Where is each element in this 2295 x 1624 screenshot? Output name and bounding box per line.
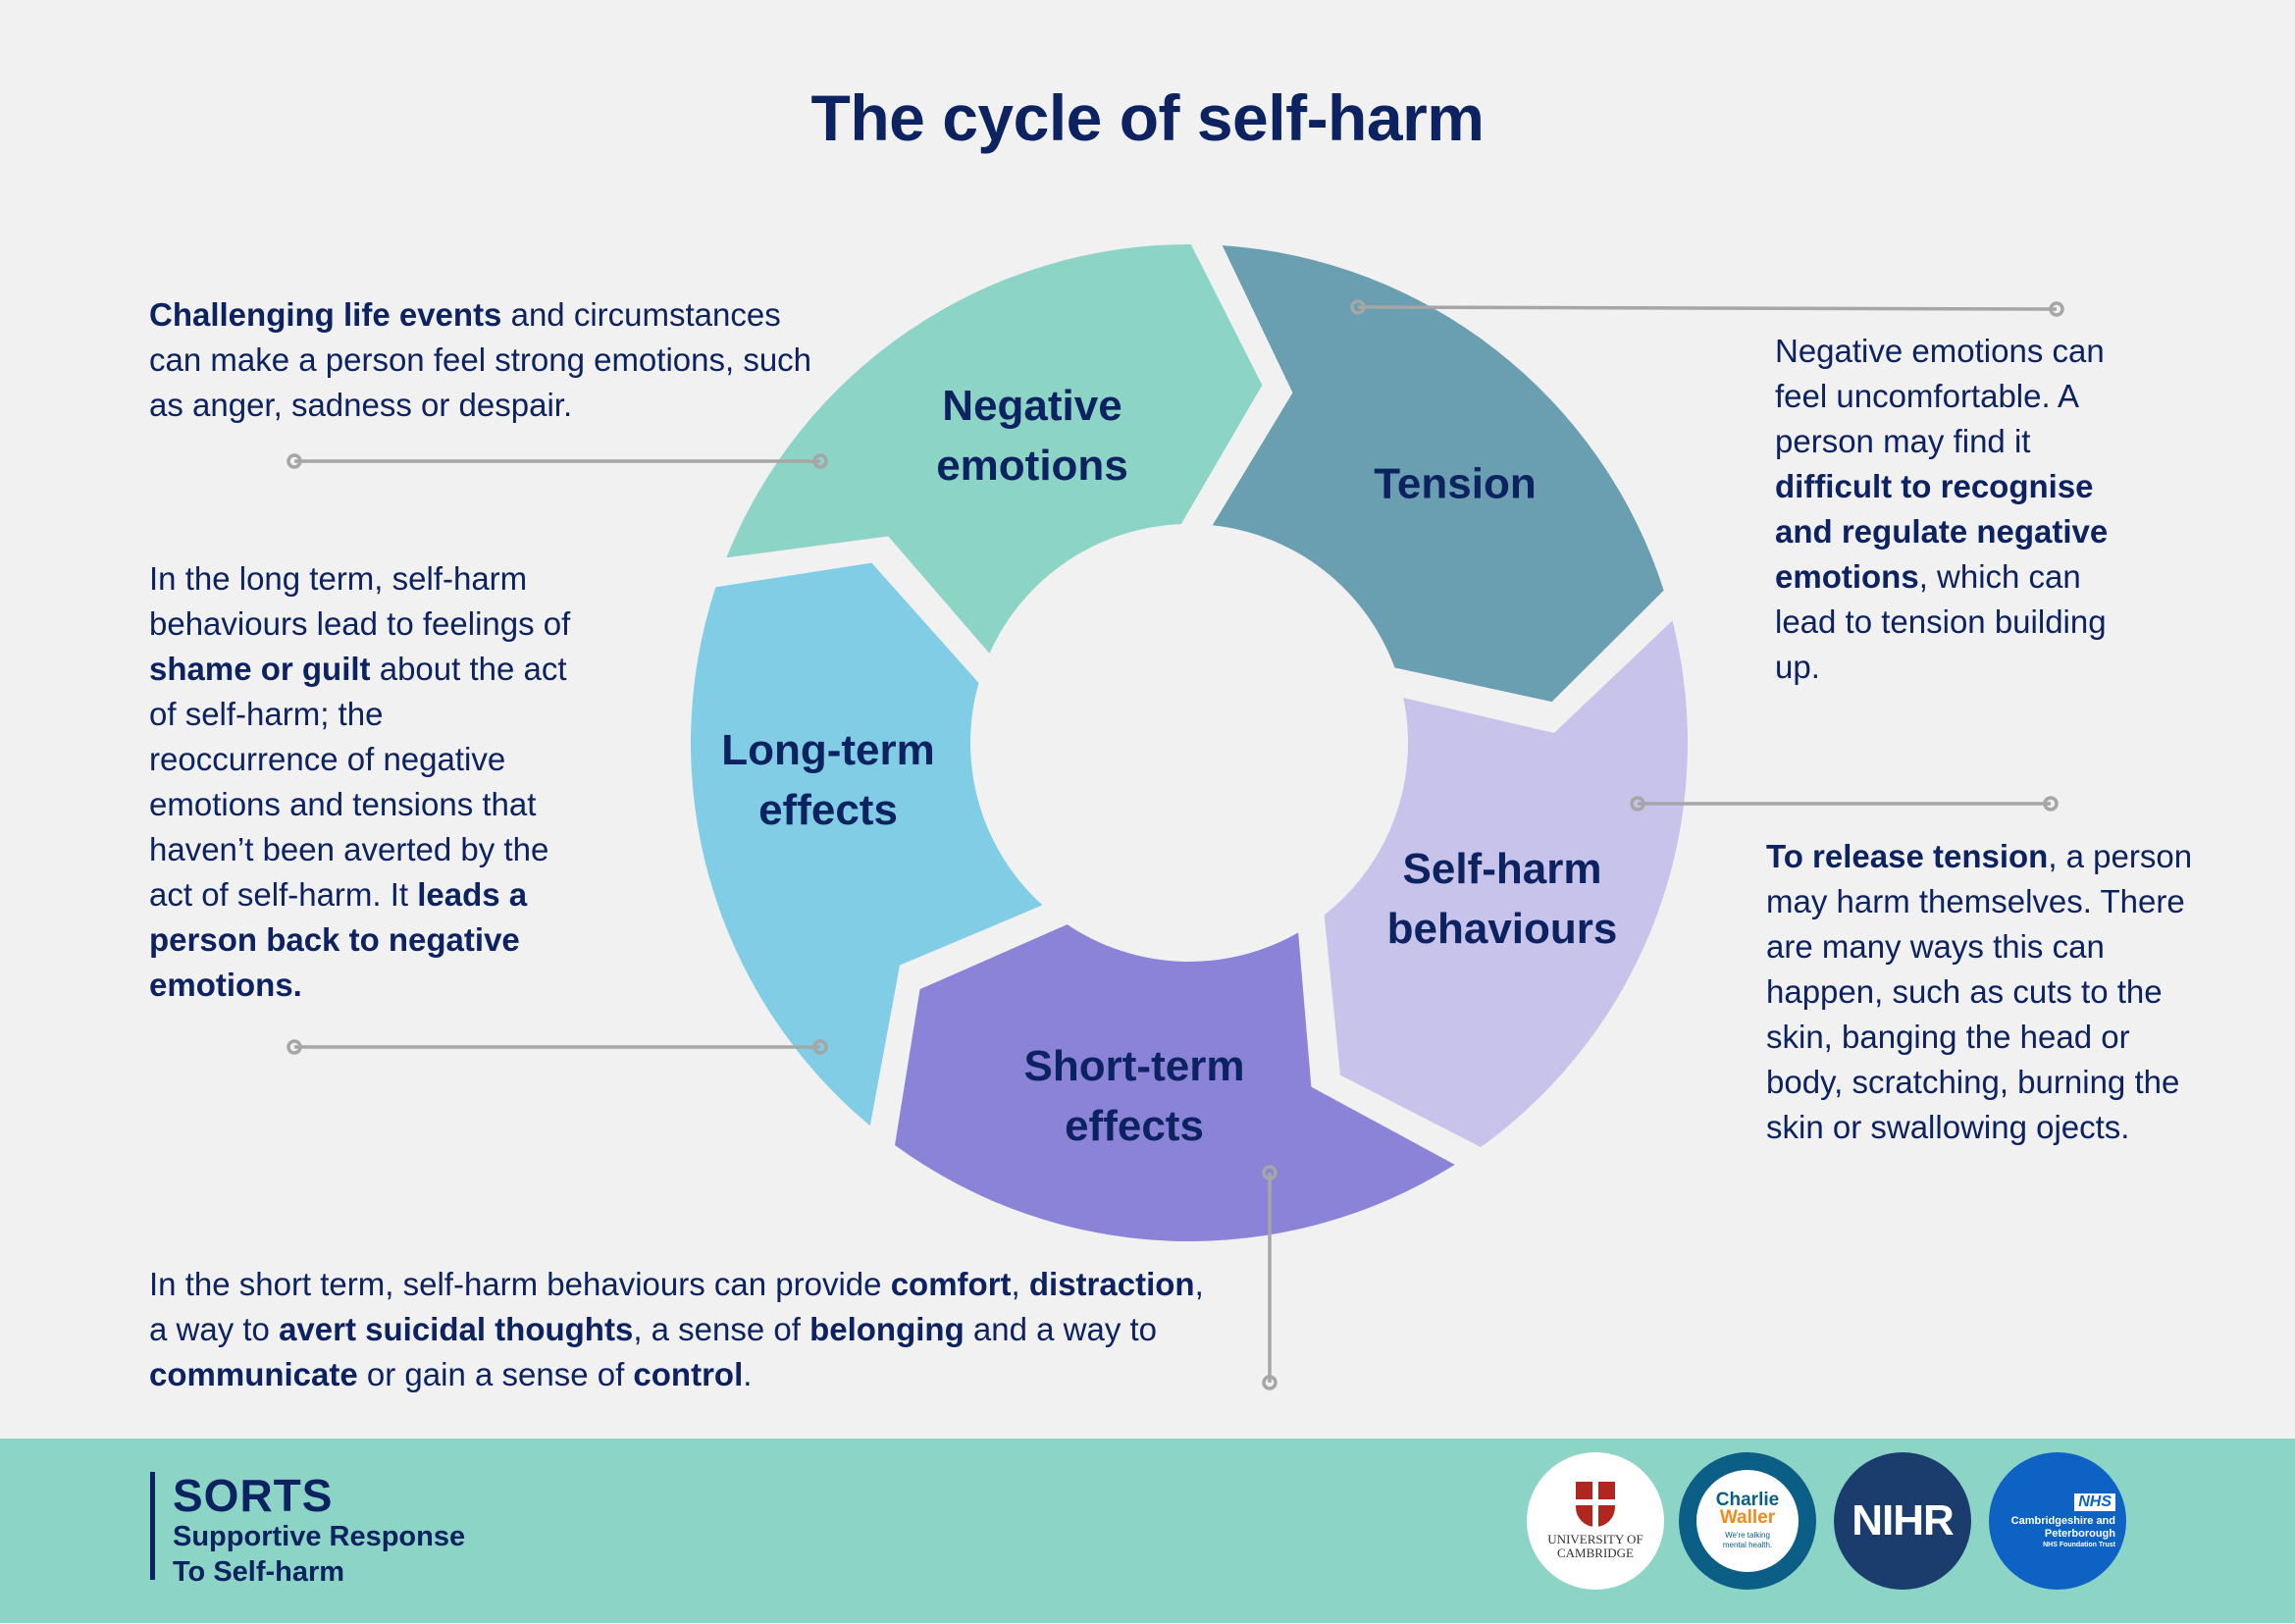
cambridge-shield-icon <box>1576 1482 1615 1527</box>
segment-label-tension: Tension <box>1374 454 1536 514</box>
connector-end-dot <box>2043 796 2059 812</box>
segment-label-short-term-effects: Short-term effects <box>1024 1036 1245 1156</box>
connector-short-term-effects <box>1262 1165 1278 1390</box>
nihr-logo-text: NIHR <box>1852 1496 1955 1545</box>
brand-name: SORTS <box>173 1470 334 1521</box>
segment-tension <box>1324 620 1689 1147</box>
brand-subtitle-line-1: Supportive Response <box>173 1521 466 1552</box>
connector-end-dot <box>1262 1165 1278 1180</box>
sorts-brand: SORTS Supportive Response To Self-harm <box>150 1470 466 1588</box>
university-of-cambridge-logo: UNIVERSITY OF CAMBRIDGE <box>1527 1452 1664 1590</box>
emphasis-text: control <box>633 1356 744 1392</box>
segment-label-long-term-effects: Long-term effects <box>721 720 935 840</box>
nihr-logo: NIHR <box>1834 1452 1971 1590</box>
description-negative-emotions: Challenging life events and circumstance… <box>149 292 836 428</box>
label-line: Short-term <box>1023 1042 1245 1090</box>
footer: SORTS Supportive Response To Self-harm U… <box>0 1439 2295 1623</box>
nhs-line-3: NHS Foundation Trust <box>2043 1541 2115 1548</box>
connector-tension <box>1350 299 2064 317</box>
body-text: or gain a sense of <box>357 1356 634 1392</box>
charlie-waller-line-2: Waller <box>1719 1507 1776 1528</box>
charlie-waller-tagline-2: mental health. <box>1722 1541 1773 1549</box>
label-line: effects <box>758 786 898 834</box>
body-text: In the short term, self-harm behaviours … <box>149 1266 891 1302</box>
nhs-line-2: Peterborough <box>2044 1527 2115 1540</box>
body-text: , a person may harm themselves. There ar… <box>1766 838 2193 1145</box>
page-title: The cycle of self-harm <box>810 81 1485 154</box>
nhs-badge: NHS <box>2074 1493 2115 1511</box>
emphasis-text: shame or guilt <box>149 651 371 687</box>
segment-self-harm-behaviours <box>895 924 1455 1241</box>
emphasis-text: communicate <box>149 1356 358 1392</box>
segment-label-self-harm-behaviours: Self-harm behaviours <box>1387 839 1618 959</box>
body-text: , a sense of <box>633 1311 810 1347</box>
nhs-line-1: Cambridgeshire and <box>2010 1514 2115 1527</box>
cycle-diagram <box>287 244 2064 1390</box>
connector-line <box>1357 305 2058 311</box>
connector-self-harm-behaviours <box>1630 796 2059 812</box>
body-text: . <box>743 1356 753 1392</box>
emphasis-text: Challenging life events <box>149 296 502 333</box>
segment-label-negative-emotions: Negative emotions <box>936 376 1128 496</box>
segment-negative-emotions <box>1212 245 1664 703</box>
nhs-logo-text: NHS Cambridgeshire and Peterborough NHS … <box>2000 1493 2115 1549</box>
body-text: Negative emotions can feel uncomfortable… <box>1775 333 2105 459</box>
connector-long-term-effects <box>287 1039 828 1055</box>
segment-long-term-effects <box>726 244 1263 654</box>
cambridge-logo-line-2: CAMBRIDGE <box>1556 1545 1634 1560</box>
body-text: , which can lead to tension building up. <box>1775 558 2107 685</box>
body-text: and circumstances can make a person feel… <box>149 296 812 423</box>
body-text: , <box>1011 1266 1029 1302</box>
label-line: Self-harm <box>1402 845 1602 893</box>
label-line: Negative <box>942 382 1122 430</box>
description-tension: Negative emotions can feel uncomfortable… <box>1775 329 2143 690</box>
nhs-cambridgeshire-peterborough-logo: NHS Cambridgeshire and Peterborough NHS … <box>1989 1452 2126 1590</box>
label-line: emotions <box>936 442 1128 490</box>
cambridge-logo-line-1: UNIVERSITY OF <box>1547 1532 1643 1546</box>
label-line: Tension <box>1374 459 1537 508</box>
connector-end-dot <box>812 1039 828 1055</box>
emphasis-text: leads a person back to negative emotions… <box>149 876 528 1003</box>
brand-subtitle-line-2: To Self-harm <box>173 1556 345 1588</box>
emphasis-text: belonging <box>809 1311 965 1347</box>
description-self-harm-behaviours: To release tension, a person may harm th… <box>1766 834 2198 1150</box>
body-text: In the long term, self-harm behaviours l… <box>149 560 571 642</box>
segment-short-term-effects <box>691 562 1043 1126</box>
connector-end-dot <box>1630 796 1645 812</box>
connector-end-dot <box>812 453 828 469</box>
connector-end-dot <box>1262 1375 1278 1390</box>
label-line: effects <box>1065 1102 1204 1150</box>
charlie-waller-line-1: Charlie <box>1715 1490 1780 1510</box>
emphasis-text: comfort <box>890 1266 1012 1302</box>
emphasis-text: difficult to recognise and regulate nega… <box>1775 468 2109 595</box>
body-text: and a way to <box>964 1311 1158 1347</box>
description-short-term-effects: In the short term, self-harm behaviours … <box>149 1262 1209 1397</box>
label-line: behaviours <box>1386 905 1618 953</box>
emphasis-text: To release tension <box>1766 838 2049 874</box>
emphasis-text: distraction <box>1028 1266 1195 1302</box>
emphasis-text: avert suicidal thoughts <box>279 1311 634 1347</box>
body-text: about the act of self-harm; the reoccurr… <box>149 651 567 913</box>
connector-negative-emotions <box>287 453 828 469</box>
connector-end-dot <box>1350 299 1366 315</box>
connector-end-dot <box>287 1039 302 1055</box>
charlie-waller-logo: Charlie Waller We're talking mental heal… <box>1679 1452 1816 1590</box>
label-line: Long-term <box>721 726 935 774</box>
description-long-term-effects: In the long term, self-harm behaviours l… <box>149 556 581 1008</box>
body-text: , a way to <box>149 1266 1204 1347</box>
speech-bubble-icon: Charlie Waller We're talking mental heal… <box>1696 1470 1799 1572</box>
connector-end-dot <box>287 453 302 469</box>
connector-end-dot <box>2049 301 2064 317</box>
charlie-waller-tagline-1: We're talking <box>1725 1531 1770 1540</box>
